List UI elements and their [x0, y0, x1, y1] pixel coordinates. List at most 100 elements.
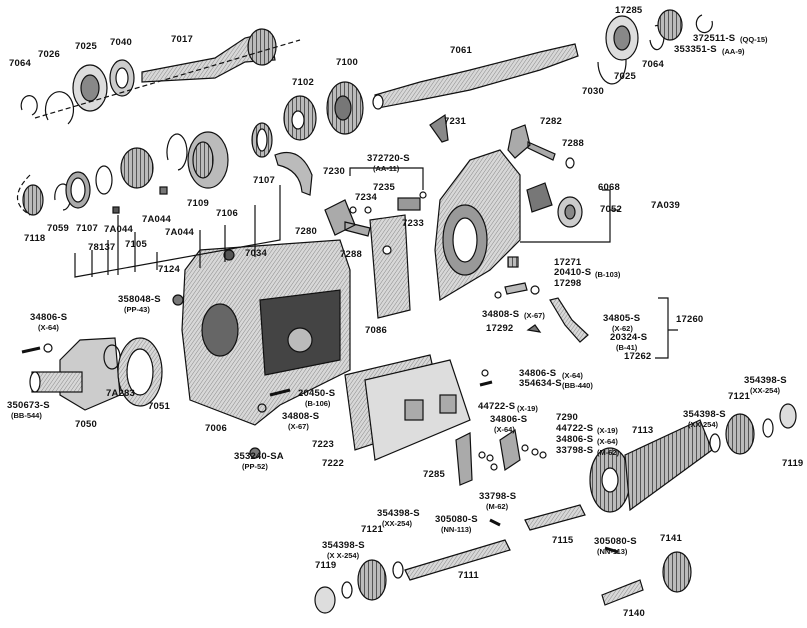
- shift-fork-7230: [274, 151, 313, 196]
- gear-7141: [662, 551, 692, 593]
- part-label-20324-s: 20324-S: [610, 332, 648, 343]
- part-label-7050: 7050: [75, 419, 97, 430]
- part-code-m-62-b: (M-62): [486, 502, 509, 511]
- shift-lever-7282: [507, 124, 556, 161]
- part-label-354634-s: 354634-S: [519, 378, 562, 389]
- part-label-33798-s: 33798-S: [556, 445, 594, 456]
- part-label-354398-s-b: 354398-S: [744, 375, 787, 386]
- part-code-x-64: (X-64): [38, 323, 59, 332]
- part-code-x-64-c: (X-64): [494, 425, 515, 434]
- part-label-20410-s: 20410-S: [554, 267, 592, 278]
- part-label-7a044c: 7A044: [165, 227, 194, 238]
- part-label-17262: 17262: [624, 351, 652, 362]
- part-label-7223: 7223: [312, 439, 334, 450]
- part-code-aa-9: (AA-9): [722, 47, 745, 56]
- part-code-nn-113: (NN-113): [441, 525, 472, 534]
- part-code-b-41: (B-41): [616, 343, 638, 352]
- part-label-34805-s: 34805-S: [603, 313, 641, 324]
- bushing-6068: [526, 182, 553, 213]
- part-code-x-62: (X-62): [612, 324, 633, 333]
- hub-7105: [120, 147, 154, 189]
- part-code-pp-43: (PP-43): [124, 305, 150, 314]
- part-label-7107b: 7107: [253, 175, 275, 186]
- part-label-353351-s: 353351-S: [674, 44, 717, 55]
- part-label-7119: 7119: [782, 458, 804, 469]
- part-label-7025: 7025: [75, 41, 97, 52]
- part-label-7234: 7234: [355, 192, 377, 203]
- part-code-x-19: (X-19): [517, 404, 538, 413]
- part-label-7282: 7282: [540, 116, 562, 127]
- input-shaft-7017: [141, 31, 276, 83]
- dashed-guide-line: [16, 39, 301, 216]
- part-label-17292: 17292: [486, 323, 514, 334]
- part-code-bb-544: (BB-544): [11, 411, 42, 420]
- part-label-353240-sa: 353240-SA: [234, 451, 284, 462]
- part-label-34806-s: 34806-S: [30, 312, 68, 323]
- snap-ring-7026: [44, 91, 75, 125]
- shaft-7140: [601, 579, 644, 606]
- shaft-7111: [404, 539, 511, 581]
- part-label-7105: 7105: [125, 239, 147, 250]
- part-label-7118: 7118: [24, 233, 46, 244]
- part-code-bb-440: (BB-440): [562, 381, 593, 390]
- part-label-7121: 7121: [728, 391, 750, 402]
- part-label-7026: 7026: [38, 49, 60, 60]
- part-label-7052: 7052: [600, 204, 622, 215]
- part-label-6068: 6068: [598, 182, 620, 193]
- part-code-aa-11: (AA-11): [373, 164, 400, 173]
- part-label-17298: 17298: [554, 278, 582, 289]
- part-label-7017: 7017: [171, 34, 193, 45]
- part-code-x-64-d: (X-64): [597, 437, 618, 446]
- part-label-7051: 7051: [148, 401, 170, 412]
- part-label-7086: 7086: [365, 325, 387, 336]
- part-label-7064b: 7064: [642, 59, 664, 70]
- part-label-7109: 7109: [187, 198, 209, 209]
- part-label-7288: 7288: [562, 138, 584, 149]
- part-label-7a283: 7A283: [106, 388, 135, 399]
- part-label-7141: 7141: [660, 533, 682, 544]
- speedo-cable-17260: [549, 297, 589, 343]
- part-code-xx-254: (XX-254): [688, 420, 719, 429]
- part-label-44722-s: 44722-S: [478, 401, 516, 412]
- part-label-7285: 7285: [423, 469, 445, 480]
- snap-ring-7064: [20, 95, 38, 116]
- cover-17285: [657, 9, 683, 41]
- lever-7290: [499, 428, 521, 472]
- part-label-354398-s-c: 354398-S: [377, 508, 420, 519]
- snap-ring-7109: [166, 133, 188, 171]
- part-label-7a039: 7A039: [651, 200, 680, 211]
- part-label-7a044: 7A044: [104, 224, 133, 235]
- part-label-350673-s: 350673-S: [7, 400, 50, 411]
- bearing-7121b: [357, 559, 387, 601]
- part-label-34808-s: 34808-S: [482, 309, 520, 320]
- shift-lever-7280: [324, 199, 371, 237]
- shift-lever-7231: [429, 113, 449, 143]
- part-label-34808-s-b: 34808-S: [282, 411, 320, 422]
- part-label-17260: 17260: [676, 314, 704, 325]
- part-code-x-67: (X-67): [524, 311, 545, 320]
- part-label-7124: 7124: [158, 264, 180, 275]
- part-label-7111: 7111: [458, 570, 479, 581]
- part-label-7006: 7006: [205, 423, 227, 434]
- part-label-17285: 17285: [615, 5, 643, 16]
- part-code-b-106: (B-106): [305, 399, 331, 408]
- part-label-20450-s: 20450-S: [298, 388, 336, 399]
- part-label-7231: 7231: [444, 116, 466, 127]
- lever-7285: [455, 432, 473, 486]
- bearing-7118: [22, 184, 44, 216]
- part-code-qq-15: (QQ-15): [740, 35, 768, 44]
- part-label-7280: 7280: [295, 226, 317, 237]
- washer-354398: [709, 433, 721, 453]
- part-label-34806-s-b: 34806-S: [519, 368, 557, 379]
- part-label-354398-s: 354398-S: [683, 409, 726, 420]
- part-label-7119b: 7119: [315, 560, 337, 571]
- part-code-xx-254-b: (XX-254): [750, 386, 781, 395]
- part-label-7230: 7230: [323, 166, 345, 177]
- ring-78137: [95, 165, 113, 195]
- part-label-7222: 7222: [322, 458, 344, 469]
- gasket-7086: [369, 214, 411, 319]
- part-label-17271: 17271: [554, 257, 582, 268]
- part-label-7121b: 7121: [361, 524, 383, 535]
